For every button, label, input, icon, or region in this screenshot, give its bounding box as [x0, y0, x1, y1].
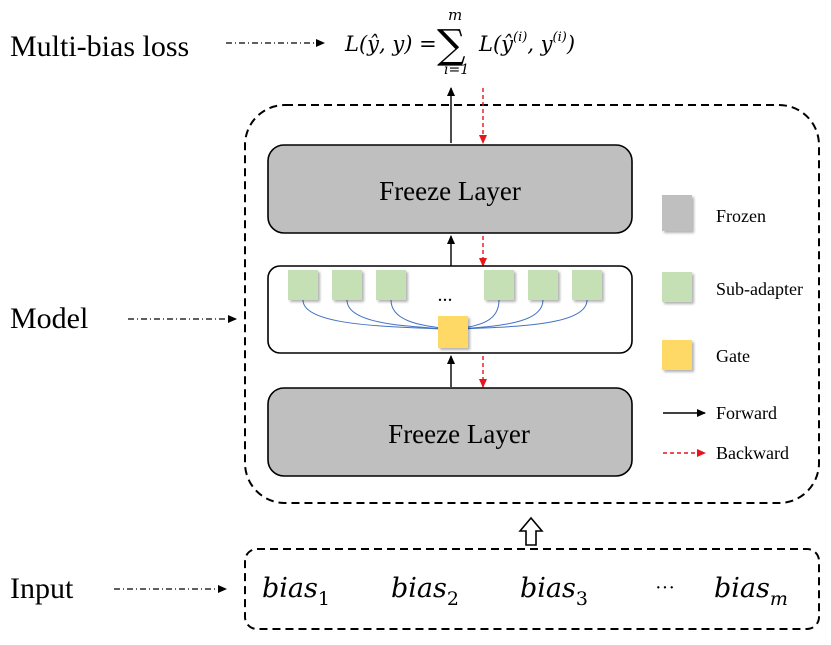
legend-sub-adapter-swatch [662, 272, 692, 302]
freeze-layer-bottom [267, 387, 633, 477]
freeze-layer-bottom-label: Freeze Layer [388, 419, 530, 449]
freeze-layer-top-label: Freeze Layer [379, 176, 521, 206]
sub-adapter-2 [332, 270, 362, 300]
label-input: Input [10, 572, 74, 605]
legend-backward-label: Backward [716, 443, 789, 463]
input-bias-1: bias1 [262, 573, 330, 610]
formula-term-sup2: (i) [553, 30, 567, 45]
loss-formula: L(ŷ, y) = ∑ m i=1 L(ŷ(i), y(i)) [344, 6, 575, 78]
input-bias-m-sub: m [770, 588, 788, 610]
formula-term-start: L(ŷ [478, 32, 514, 56]
input-bias-3: bias3 [520, 573, 588, 610]
input-bias-1-word: bias [262, 573, 318, 604]
input-bias-3-word: bias [520, 573, 576, 604]
adapter-ellipsis: ... [438, 284, 453, 306]
gate [438, 316, 468, 348]
legend-gate-label: Gate [716, 346, 750, 366]
legend-frozen-label: Frozen [716, 206, 766, 226]
formula-term: L(ŷ(i), y(i)) [478, 30, 575, 56]
input-bias-2: bias2 [391, 573, 459, 610]
input-bias-m: biasm [714, 573, 788, 610]
legend-sub-adapter-label: Sub-adapter [716, 279, 803, 299]
sub-adapter-4 [484, 270, 514, 300]
legend-frozen-swatch [662, 195, 692, 231]
input-biases: bias1 bias2 bias3 ··· biasm [262, 573, 788, 610]
input-bias-1-sub: 1 [318, 588, 330, 610]
input-flow-arrow-icon [518, 516, 544, 546]
input-container [244, 548, 820, 630]
formula-term-close: ) [566, 32, 575, 56]
label-multi-bias-loss: Multi-bias loss [10, 30, 189, 63]
sub-adapter-3 [376, 270, 406, 300]
sub-adapters [288, 270, 602, 300]
sub-adapter-1 [288, 270, 318, 300]
sub-adapter-5 [528, 270, 558, 300]
formula-term-sup1: (i) [513, 30, 527, 45]
freeze-layer-top [267, 144, 633, 234]
legend-forward-label: Forward [716, 403, 777, 423]
sub-adapter-6 [572, 270, 602, 300]
legend-gate-swatch [662, 340, 692, 370]
input-bias-2-sub: 2 [447, 588, 459, 610]
formula-sum-lower: i=1 [444, 62, 469, 78]
model-container [244, 104, 820, 504]
formula-sum-upper: m [448, 6, 462, 24]
formula-sum-symbol: ∑ [437, 22, 466, 68]
legend: Frozen Sub-adapter Gate Forward Backward [662, 195, 803, 463]
label-model: Model [10, 302, 88, 335]
input-bias-m-word: bias [714, 573, 770, 604]
input-ellipsis: ··· [655, 577, 675, 599]
formula-term-mid: , y [527, 32, 553, 56]
input-bias-2-word: bias [391, 573, 447, 604]
formula-lhs: L(ŷ, y) = [344, 32, 437, 56]
input-bias-3-sub: 3 [576, 588, 588, 610]
